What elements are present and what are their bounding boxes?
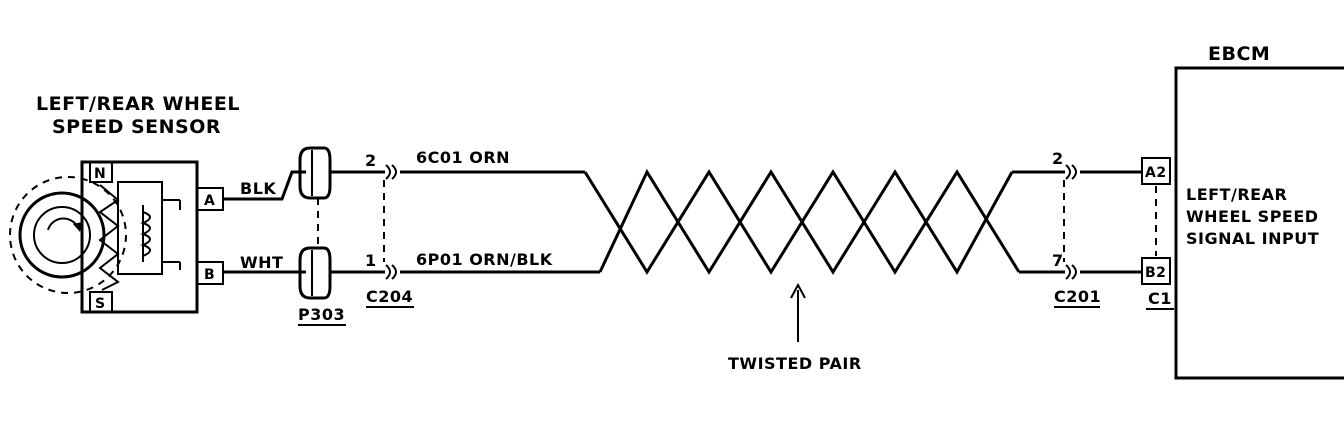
pole-n-box	[89, 161, 113, 183]
connector-c204: 2 1 C204	[365, 151, 414, 308]
wheel-speed-sensor: LEFT/REAR WHEEL SPEED SENSOR N S A B	[9, 93, 240, 314]
pickup-coil	[140, 211, 151, 257]
sensor-housing-outline	[9, 176, 127, 294]
ebcm-pin-top-label: A2	[1145, 165, 1167, 181]
wire-blk-label: BLK	[240, 179, 276, 198]
c201-top-socket-2	[1071, 164, 1077, 180]
sensor-pin-b-label: B	[204, 267, 215, 283]
c204-top-socket	[385, 164, 391, 180]
sensor-leads: BLK WHT	[223, 170, 306, 274]
ebcm-title: EBCM	[1208, 43, 1270, 65]
ebcm-outline	[1174, 66, 1344, 380]
connector-c201: 2 7 C201	[1052, 149, 1101, 308]
circuits: 6C01 ORN 6P01 ORN/BLK	[400, 148, 1065, 275]
c201-pin-bottom: 7	[1052, 251, 1064, 270]
c201-pin-top: 2	[1052, 149, 1064, 168]
sensor-title-line2: SPEED SENSOR	[52, 116, 221, 138]
pickup-frame	[117, 181, 163, 275]
ebcm-pin-bottom-box	[1141, 257, 1171, 285]
twisted-pair-label: TWISTED PAIR	[728, 354, 862, 373]
ebcm-input-line1: LEFT/REAR	[1186, 185, 1287, 204]
c204-bottom-socket	[385, 264, 391, 280]
p303-label: P303	[298, 305, 345, 324]
pole-n-label: N	[94, 166, 106, 182]
c204-pin-top: 2	[365, 151, 377, 170]
circuit-bottom-label: 6P01 ORN/BLK	[416, 250, 553, 269]
twisted-pair-callout: TWISTED PAIR	[728, 282, 862, 373]
circuit-top-label: 6C01 ORN	[416, 148, 510, 167]
c201-bottom-socket	[1065, 264, 1071, 280]
c204-bottom-socket-2	[391, 264, 397, 280]
sensor-title-line1: LEFT/REAR WHEEL	[36, 93, 240, 115]
c204-top-socket-2	[391, 164, 397, 180]
ebcm-input-line3: SIGNAL INPUT	[1186, 229, 1319, 248]
pole-s-box	[89, 291, 113, 313]
wire-wht-label: WHT	[240, 253, 283, 272]
c204-pin-bottom: 1	[365, 251, 377, 270]
c201-bottom-socket-2	[1071, 264, 1077, 280]
callout-arrowhead-icon	[790, 282, 806, 299]
p303-top-pin	[298, 146, 332, 200]
ebcm-pin-top-box	[1141, 157, 1171, 185]
magnet-zigzag	[98, 184, 120, 291]
tone-ring	[18, 191, 106, 279]
c201-label: C201	[1054, 287, 1101, 306]
rotation-arrowhead-icon	[73, 222, 82, 232]
sensor-pin-a-label: A	[204, 193, 215, 209]
pole-s-label: S	[95, 296, 106, 312]
ebcm-pin-bottom-label: B2	[1145, 265, 1166, 281]
ebcm-connector-label: C1	[1148, 289, 1172, 308]
p303-bottom-pin	[298, 246, 332, 300]
sensor-body	[80, 160, 199, 314]
ebcm-module: EBCM A2 B2 C1 LEFT/REAR WHEEL SPEED SIGN…	[1141, 43, 1344, 380]
ebcm-input-line2: WHEEL SPEED	[1186, 207, 1319, 226]
connector-p303: P303	[298, 146, 346, 326]
c201-top-socket	[1065, 164, 1071, 180]
c204-label: C204	[366, 287, 413, 306]
tone-ring-inner	[33, 206, 91, 264]
twisted-pair-strand-b	[598, 168, 1014, 275]
